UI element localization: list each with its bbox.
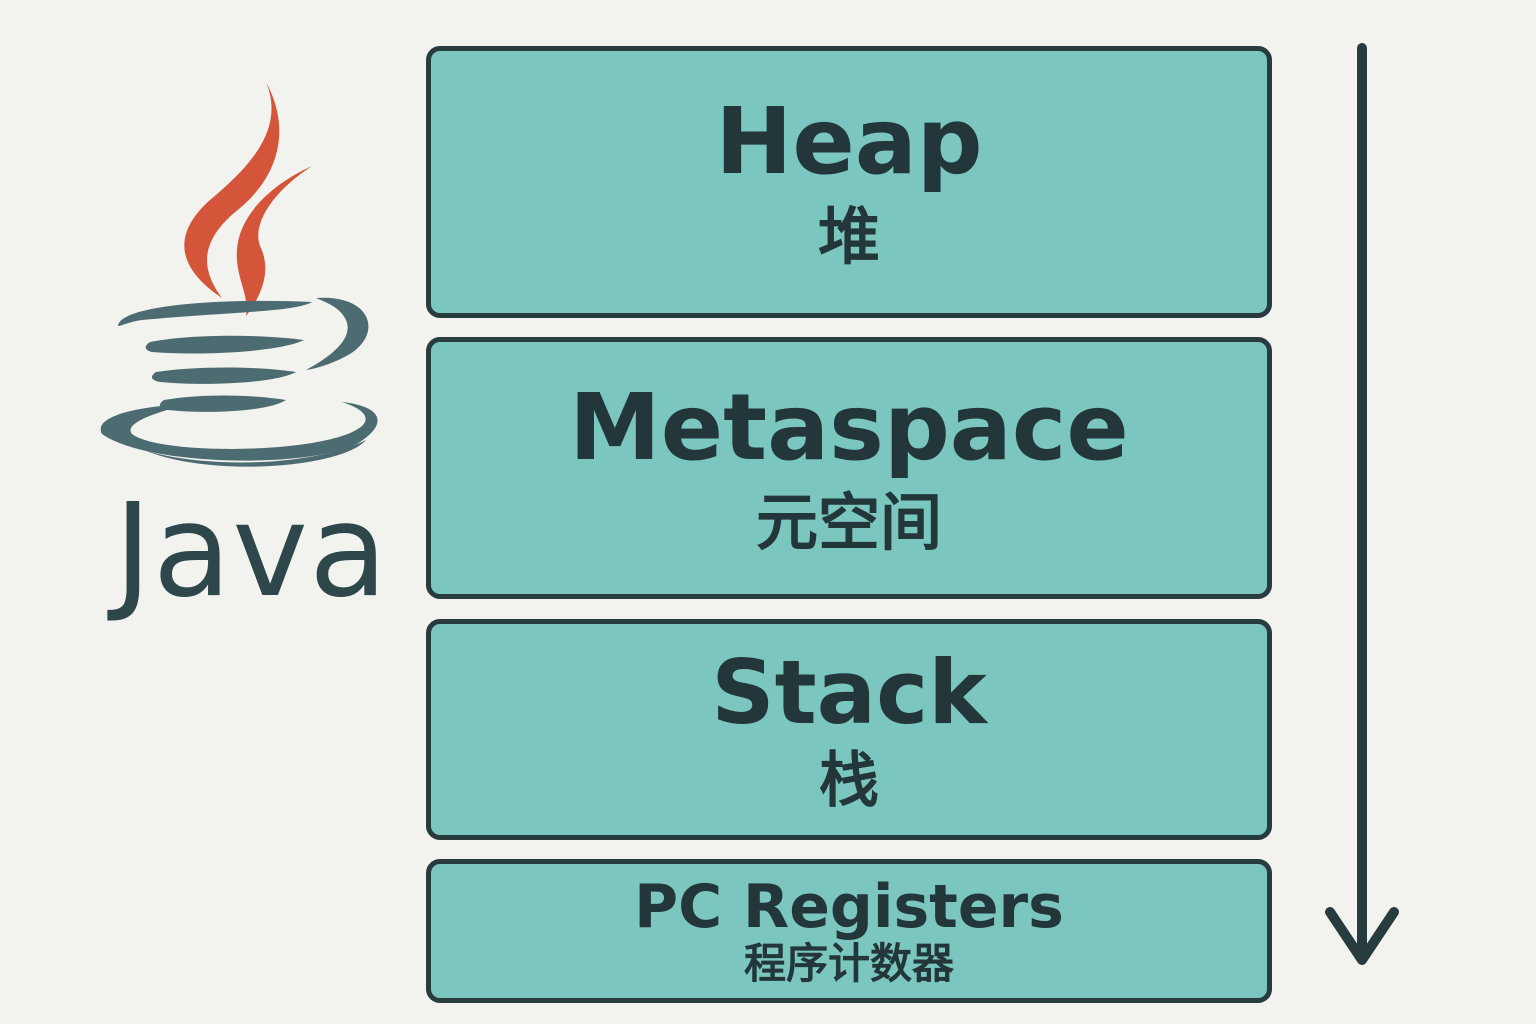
cup-band-1 (145, 335, 304, 354)
saucer-lower (144, 440, 366, 467)
memory-area-pc-registers: PC Registers 程序计数器 (426, 859, 1272, 1003)
area-chinese-name: 元空间 (755, 486, 942, 559)
memory-area-heap: Heap 堆 (426, 46, 1272, 318)
cup-band-3 (159, 395, 286, 412)
memory-area-metaspace: Metaspace 元空间 (426, 337, 1272, 599)
cup-rim (118, 300, 312, 326)
java-coffee-cup-icon (100, 82, 378, 467)
area-chinese-name: 程序计数器 (743, 939, 954, 988)
java-logo: Java (80, 70, 387, 650)
down-arrow-icon (1325, 43, 1399, 965)
area-name: Heap (715, 88, 983, 195)
saucer (100, 402, 378, 461)
area-chinese-name: 栈 (819, 745, 879, 816)
area-chinese-name: 堆 (817, 200, 880, 273)
java-wordmark: Java (114, 477, 389, 626)
area-name: Metaspace (569, 374, 1129, 481)
steam-right (236, 166, 312, 316)
area-name: PC Registers (634, 872, 1064, 942)
area-name: Stack (711, 640, 987, 744)
memory-area-stack: Stack 栈 (426, 619, 1272, 840)
cup-band-2 (151, 367, 296, 384)
arrow-head (1325, 907, 1399, 965)
cup-handle (306, 297, 369, 370)
steam-left (184, 82, 280, 298)
